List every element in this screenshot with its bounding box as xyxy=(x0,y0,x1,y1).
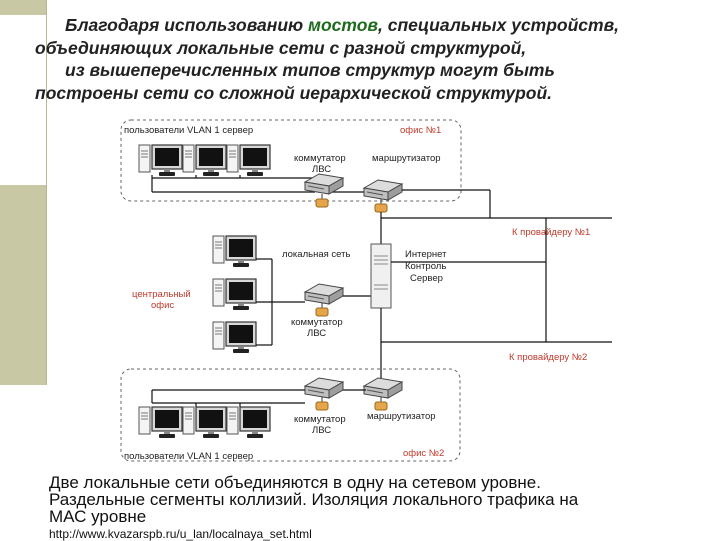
central-switch-icon xyxy=(304,283,344,305)
office1-switch-label-2: ЛВС xyxy=(312,164,331,175)
office1-pc-3-icon xyxy=(226,144,271,177)
heading-line-1-start: Благодаря использованию xyxy=(65,15,309,35)
sidebar-main-block xyxy=(0,185,47,385)
central-pc-2-icon xyxy=(212,278,257,311)
heading-line-1-end: , специальных устройств, xyxy=(378,15,620,35)
office2-pc-1-icon xyxy=(138,406,183,439)
office1-switch-icon xyxy=(304,173,344,195)
central-server-label-1: Интернет xyxy=(405,249,447,260)
office2-pc-2-icon xyxy=(182,406,227,439)
office2-switch-label-1: коммутатор xyxy=(294,414,346,425)
office1-boundary xyxy=(120,119,462,202)
office2-router-label: маршрутизатор xyxy=(367,411,436,422)
provider2-label: К провайдеру №2 xyxy=(509,352,587,363)
slide-caption: Две локальные сети объединяются в одну н… xyxy=(49,474,709,525)
caption-line-2: Раздельные сегменты коллизий. Изоляция л… xyxy=(49,490,579,509)
office1-switch-plug-icon xyxy=(315,193,329,208)
office1-switch-label-1: коммутатор xyxy=(294,153,346,164)
central-server-label-2: Контроль xyxy=(405,261,446,272)
central-switch-plug-icon xyxy=(315,302,329,317)
caption-line-3: МАС уровне xyxy=(49,507,147,526)
central-server-icon xyxy=(370,243,392,309)
office2-switch-label-2: ЛВС xyxy=(312,425,331,436)
sidebar-rule xyxy=(46,0,47,385)
office1-router-label: маршрутизатор xyxy=(372,153,441,164)
caption-line-1: Две локальные сети объединяются в одну н… xyxy=(49,473,541,492)
heading-line-1: Благодаря использованию мостов, специаль… xyxy=(35,14,715,37)
office1-pc-2-icon xyxy=(182,144,227,177)
office1-name: офис №1 xyxy=(400,125,441,136)
office2-users-label: пользователи VLAN 1 сервер xyxy=(124,451,253,462)
office1-router-icon xyxy=(363,179,403,201)
office2-name: офис №2 xyxy=(403,448,444,459)
office2-router-plug-icon xyxy=(374,396,388,411)
central-lan-label: локальная сеть xyxy=(282,249,350,260)
central-server-label-3: Сервер xyxy=(410,273,443,284)
slide-heading: Благодаря использованию мостов, специаль… xyxy=(35,14,715,104)
office2-boundary xyxy=(120,368,461,462)
central-pc-3-icon xyxy=(212,321,257,354)
heading-line-3: из вышеперечисленных типов структур могу… xyxy=(65,60,555,80)
source-link[interactable]: http://www.kvazarspb.ru/u_lan/localnaya_… xyxy=(49,527,312,541)
office2-router-icon xyxy=(363,377,403,399)
central-office-name-1: центральный xyxy=(132,289,191,300)
heading-line-4: построены сети со сложной иерархической … xyxy=(35,82,553,103)
office2-switch-icon xyxy=(304,377,344,399)
sidebar-top-block xyxy=(0,0,47,15)
central-switch-label-2: ЛВС xyxy=(307,328,326,339)
office2-pc-3-icon xyxy=(226,406,271,439)
central-office-name-2: офис xyxy=(151,300,174,311)
office1-pc-1-icon xyxy=(138,144,183,177)
office1-users-label: пользователи VLAN 1 сервер xyxy=(124,125,253,136)
provider1-label: К провайдеру №1 xyxy=(512,227,590,238)
central-pc-1-icon xyxy=(212,235,257,268)
heading-highlight-bridges: мостов xyxy=(308,15,378,35)
office2-switch-plug-icon xyxy=(315,396,329,411)
central-switch-label-1: коммутатор xyxy=(291,317,343,328)
heading-line-2: объединяющих локальные сети с разной стр… xyxy=(35,37,527,58)
